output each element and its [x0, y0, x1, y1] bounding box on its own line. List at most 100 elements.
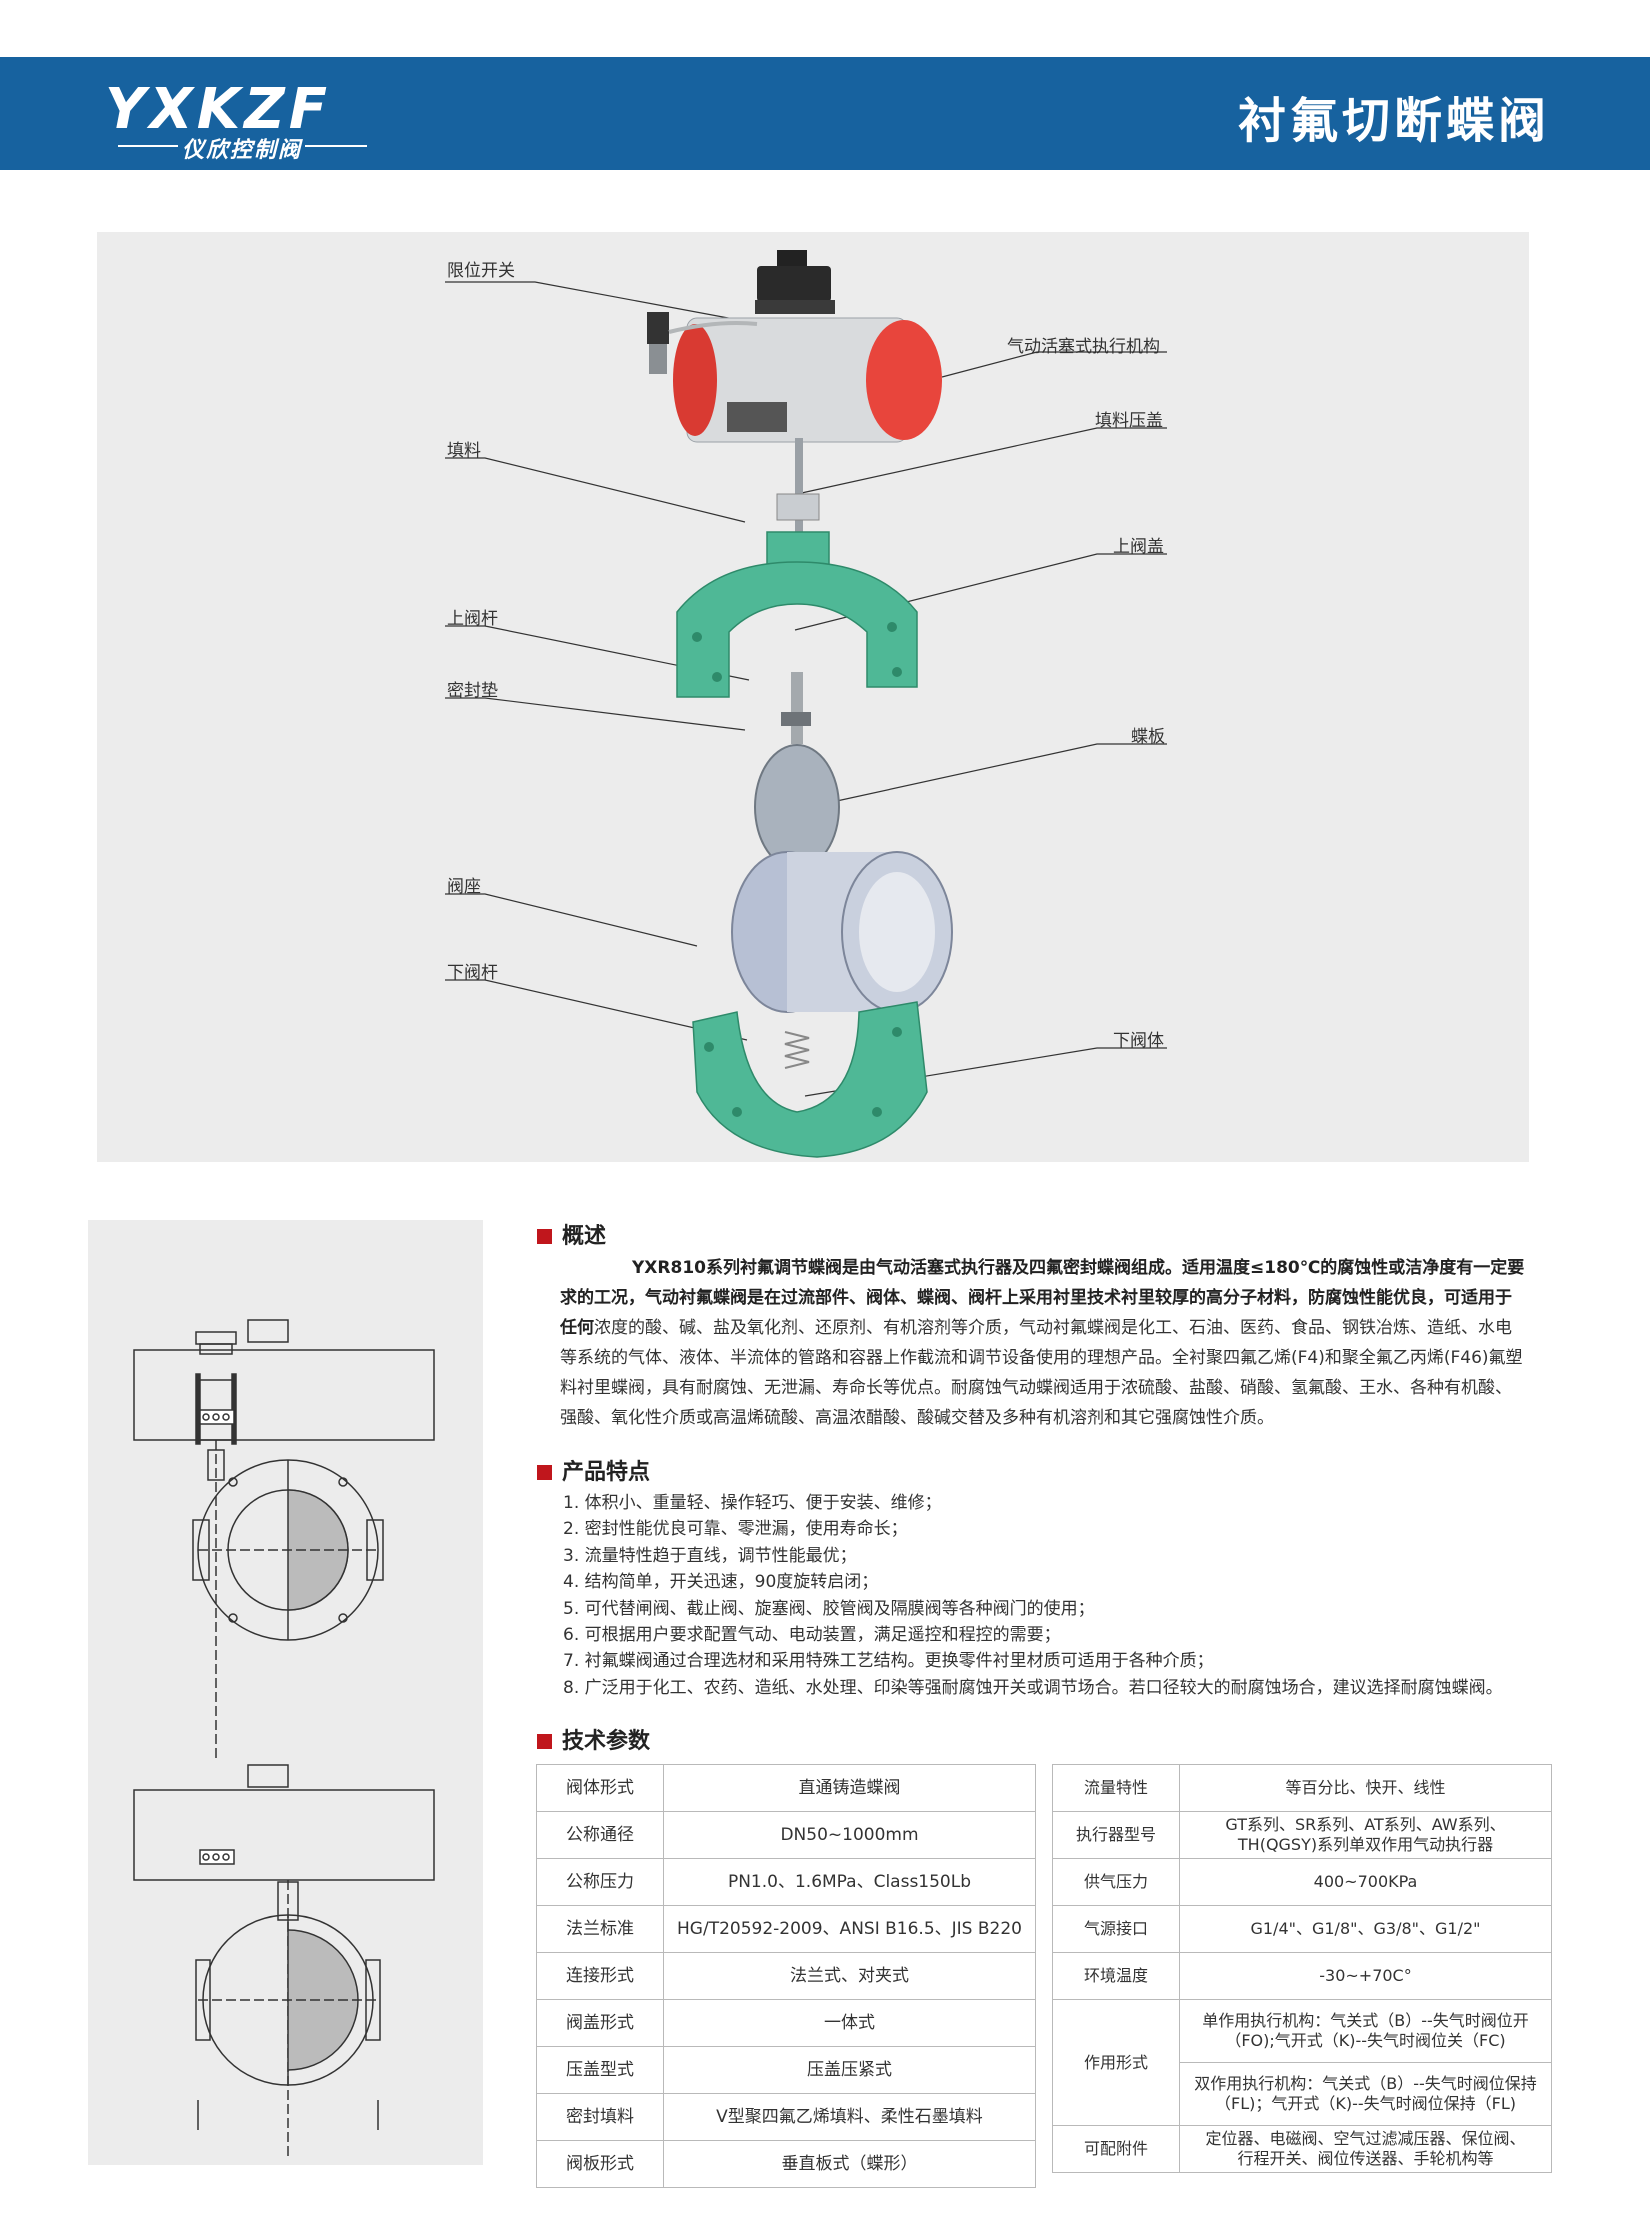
spec-value: DN50~1000mm — [663, 1811, 1036, 1859]
table-row: 压盖型式压盖压紧式 — [536, 2046, 1036, 2094]
table-row: 阀盖形式一体式 — [536, 1999, 1036, 2047]
spec-value: 压盖压紧式 — [663, 2046, 1036, 2094]
spec-value-line: 行程开关、阀位传送器、手轮机构等 — [1237, 2149, 1494, 2168]
spec-key: 公称压力 — [536, 1858, 664, 1906]
spec-key: 执行器型号 — [1052, 1811, 1180, 1859]
spec-value: 直通铸造蝶阀 — [663, 1764, 1036, 1812]
overview-text: YXR810系列衬氟调节蝶阀是由气动活塞式执行器及四氟密封蝶阀组成。适用温度≤1… — [560, 1253, 1550, 1433]
section-drawings — [133, 1319, 435, 2160]
spec-key: 阀板形式 — [536, 2140, 664, 2188]
table-row: 阀体形式直通铸造蝶阀 — [536, 1764, 1036, 1812]
disc-illustration — [754, 744, 840, 870]
callout-lower-stem: 下阀杆 — [447, 963, 498, 983]
callout-actuator: 气动活塞式执行机构 — [1007, 337, 1160, 357]
callout-seat: 阀座 — [447, 877, 481, 897]
callout-disc: 蝶板 — [1131, 727, 1165, 747]
callout-packing: 填料 — [447, 441, 481, 461]
seat-illustration — [731, 851, 953, 1013]
spec-key: 密封填料 — [536, 2093, 664, 2141]
table-row: 阀板形式垂直板式（蝶形） — [536, 2140, 1036, 2188]
callout-gasket: 密封垫 — [447, 681, 498, 701]
middle-stem — [791, 672, 803, 744]
overview-line-5: 料衬里蝶阀，具有耐腐蚀、无泄漏、寿命长等优点。耐腐蚀气动蝶阀适用于浓硫酸、盐酸、… — [560, 1378, 1512, 1398]
lower-stem-spring — [784, 1031, 810, 1069]
overview-heading-text: 概述 — [562, 1224, 607, 1249]
spec-value-line: 单作用执行机构：气关式（B）--失气时阀位开 — [1202, 2011, 1529, 2030]
specs-heading-text: 技术参数 — [562, 1729, 651, 1754]
spec-key: 法兰标准 — [536, 1905, 664, 1953]
feature-item: 5. 可代替闸阀、截止阀、旋塞阀、胶管阀及隔膜阀等各种阀门的使用； — [563, 1598, 1095, 1619]
overview-line-1-text: YXR810系列衬氟调节蝶阀是由气动活塞式执行器及四氟密封蝶阀组成。适用温度≤1… — [632, 1258, 1525, 1278]
technical-drawing-panel — [88, 1220, 483, 2165]
spec-value-line: GT系列、SR系列、AT系列、AW系列、 — [1225, 1815, 1506, 1834]
features-heading: 产品特点 — [537, 1454, 650, 1486]
section-marker-icon — [537, 1229, 552, 1244]
spec-value-line: （FL)；气开式（K)--失气时阀位保持（FL) — [1214, 2094, 1516, 2113]
spec-key: 气源接口 — [1052, 1905, 1180, 1953]
table-row: 可配附件定位器、电磁阀、空气过滤减压器、保位阀、行程开关、阀位传送器、手轮机构等 — [1052, 2125, 1552, 2173]
features-heading-text: 产品特点 — [562, 1460, 651, 1485]
spec-key: 压盖型式 — [536, 2046, 664, 2094]
feature-item: 8. 广泛用于化工、农药、造纸、水处理、印染等强耐腐蚀开关或调节场合。若口径较大… — [563, 1677, 1503, 1698]
callout-gland: 填料压盖 — [1095, 411, 1163, 431]
spec-value: G1/4"、G1/8"、G3/8"、G1/2" — [1179, 1905, 1552, 1953]
feature-item: 2. 密封性能优良可靠、零泄漏，使用寿命长； — [563, 1519, 908, 1540]
feature-item: 6. 可根据用户要求配置气动、电动装置，满足遥控和程控的需要； — [563, 1625, 1061, 1646]
actuator-illustration — [647, 250, 942, 443]
logo-rule-left — [118, 145, 178, 147]
table-row: 作用形式单作用执行机构：气关式（B）--失气时阀位开（FO);气开式（K)--失… — [1052, 1999, 1552, 2126]
spec-value: 法兰式、对夹式 — [663, 1952, 1036, 2000]
table-row: 流量特性等百分比、快开、线性 — [1052, 1764, 1552, 1812]
spec-value-line: （FO);气开式（K)--失气时阀位关（FC) — [1225, 2031, 1506, 2050]
feature-item: 3. 流量特性趋于直线，调节性能最优； — [563, 1545, 857, 1566]
spec-value: 单作用执行机构：气关式（B）--失气时阀位开（FO);气开式（K)--失气时阀位… — [1179, 1999, 1552, 2063]
spec-key: 供气压力 — [1052, 1858, 1180, 1906]
spec-value: 垂直板式（蝶形） — [663, 2140, 1036, 2188]
callout-upper-bonnet: 上阀盖 — [1113, 537, 1164, 557]
callout-limit-switch: 限位开关 — [447, 261, 515, 281]
spec-key: 可配附件 — [1052, 2125, 1180, 2173]
upper-body-illustration — [676, 531, 918, 698]
table-row: 双作用执行机构：气关式（B）--失气时阀位保持（FL)；气开式（K)--失气时阀… — [1053, 2062, 1552, 2126]
overview-line-2: 求的工况，气动衬氟蝶阀是在过流部件、阀体、蝶阀、阀杆上采用衬里技术衬里较厚的高分… — [560, 1288, 1512, 1308]
spec-value: 一体式 — [663, 1999, 1036, 2047]
exploded-valve-illustration — [445, 250, 1167, 1158]
spec-value-line: 双作用执行机构：气关式（B）--失气时阀位保持 — [1194, 2074, 1537, 2093]
packing-gland — [776, 493, 820, 521]
header-bar: YXKZF 仪欣控制阀 衬氟切断蝶阀 — [0, 57, 1650, 170]
lower-body-illustration — [692, 1001, 928, 1158]
callout-lower-body: 下阀体 — [1113, 1031, 1164, 1051]
callout-upper-stem: 上阀杆 — [447, 609, 498, 629]
spec-value: GT系列、SR系列、AT系列、AW系列、TH(QGSY)系列单双作用气动执行器 — [1179, 1811, 1552, 1859]
spec-key: 作用形式 — [1052, 1999, 1180, 2126]
spec-value: PN1.0、1.6MPa、Class150Lb — [663, 1858, 1036, 1906]
table-row: 连接形式法兰式、对夹式 — [536, 1952, 1036, 2000]
spec-value-line: 定位器、电磁阀、空气过滤减压器、保位阀、 — [1205, 2129, 1526, 2148]
overview-line-3-bold: 任何 — [560, 1318, 594, 1338]
spec-value: HG/T20592-2009、ANSI B16.5、JIS B220 — [663, 1905, 1036, 1953]
spec-value: 定位器、电磁阀、空气过滤减压器、保位阀、行程开关、阀位传送器、手轮机构等 — [1179, 2125, 1552, 2173]
spec-key: 流量特性 — [1052, 1764, 1180, 1812]
overview-heading: 概述 — [537, 1218, 606, 1250]
overview-line-3-rest: 浓度的酸、碱、盐及氧化剂、还原剂、有机溶剂等介质，气动衬氟蝶阀是化工、石油、医药… — [594, 1318, 1512, 1338]
spec-value: 等百分比、快开、线性 — [1179, 1764, 1552, 1812]
overview-line-1: YXR810系列衬氟调节蝶阀是由气动活塞式执行器及四氟密封蝶阀组成。适用温度≤1… — [560, 1253, 1550, 1283]
feature-item: 4. 结构简单，开关迅速，90度旋转启闭； — [563, 1572, 879, 1593]
overview-line-3: 任何浓度的酸、碱、盐及氧化剂、还原剂、有机溶剂等介质，气动衬氟蝶阀是化工、石油、… — [560, 1313, 1550, 1343]
page-title: 衬氟切断蝶阀 — [1237, 93, 1550, 149]
spec-key: 环境温度 — [1052, 1952, 1180, 2000]
spec-value: -30~+70C° — [1179, 1952, 1552, 2000]
feature-item: 7. 衬氟蝶阀通过合理选材和采用特殊工艺结构。更换零件衬里材质可适用于各种介质； — [563, 1651, 1214, 1672]
exploded-view-panel: 限位开关 气动活塞式执行机构 填料压盖 填料 上阀盖 上阀杆 密封垫 蝶板 阀座… — [97, 232, 1529, 1162]
specs-heading: 技术参数 — [537, 1723, 650, 1755]
spec-key: 公称通径 — [536, 1811, 664, 1859]
spec-value-line: TH(QGSY)系列单双作用气动执行器 — [1237, 1835, 1494, 1854]
feature-item: 1. 体积小、重量轻、操作轻巧、便于安装、维修； — [563, 1493, 942, 1513]
